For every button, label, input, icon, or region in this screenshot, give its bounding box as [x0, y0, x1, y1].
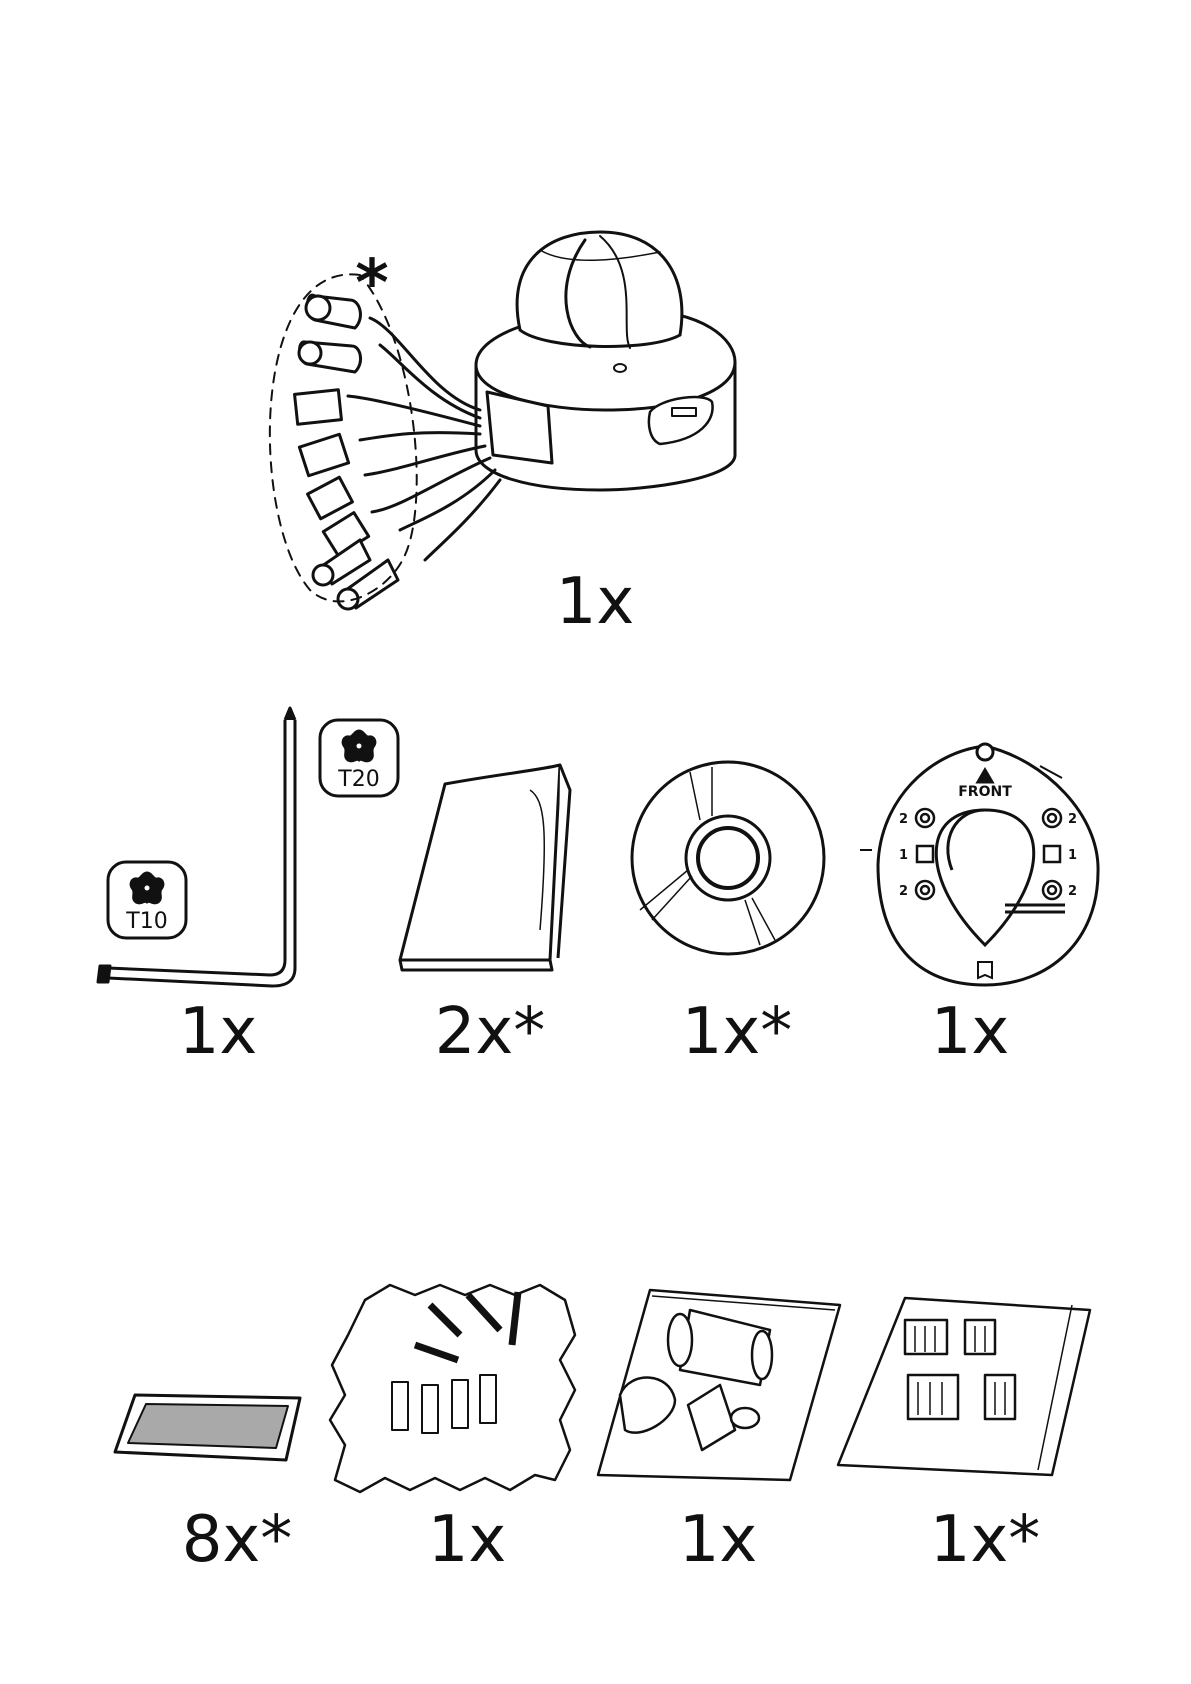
torx-l-key — [98, 708, 398, 986]
svg-text:1: 1 — [899, 848, 908, 863]
svg-text:1: 1 — [1068, 848, 1077, 863]
svg-text:2: 2 — [1068, 812, 1077, 827]
camera-quantity: 1x — [556, 570, 635, 634]
plate-front-label: FRONT — [958, 784, 1012, 800]
torx-key-quantity: 1x — [179, 1000, 258, 1064]
screws-anchors-bag — [330, 1285, 575, 1492]
label-sticker-quantity: 8x* — [182, 1508, 293, 1572]
svg-text:2: 2 — [899, 884, 908, 899]
gland-bag-quantity: 1x — [679, 1508, 758, 1572]
disc-quantity: 1x* — [682, 1000, 793, 1064]
connector-bag-quantity: 1x* — [930, 1508, 1041, 1572]
t10-label: T10 — [125, 909, 167, 934]
label-sticker — [115, 1395, 300, 1460]
mounting-plate — [860, 744, 1098, 985]
optional-asterisk-camera: * — [355, 247, 388, 321]
cd-disc — [632, 762, 824, 954]
manual-quantity: 2x* — [435, 1000, 546, 1064]
svg-text:2: 2 — [1068, 884, 1077, 899]
svg-text:2: 2 — [899, 812, 908, 827]
manual-booklet — [400, 765, 570, 970]
terminal-connector-bag — [838, 1298, 1090, 1475]
screws-bag-quantity: 1x — [428, 1508, 507, 1572]
t20-label: T20 — [337, 767, 379, 792]
cable-gland-bag — [598, 1290, 840, 1480]
dome-camera — [270, 232, 735, 609]
mount-plate-quantity: 1x — [931, 1000, 1010, 1064]
